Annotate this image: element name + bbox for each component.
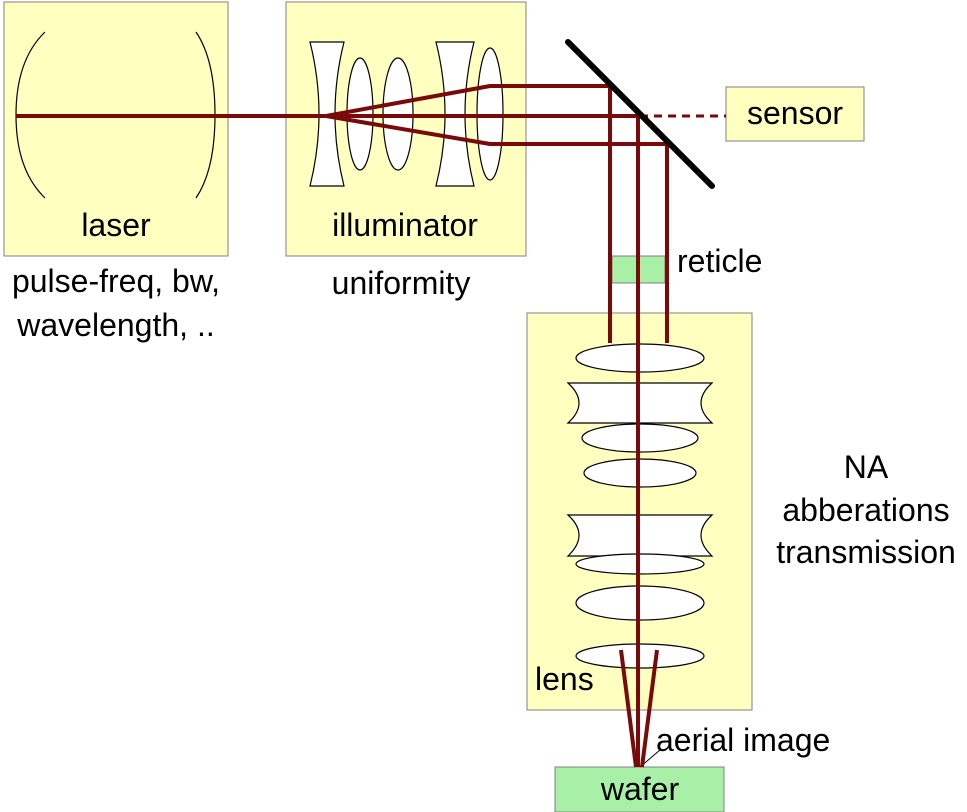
- beam-splitter-mirror: [565, 39, 715, 189]
- laser-spec-2: wavelength, ..: [16, 307, 214, 343]
- sensor-box: sensor: [725, 86, 865, 142]
- sensor-housing: [725, 86, 865, 142]
- reticle-label: reticle: [677, 243, 762, 279]
- beam-lower-ray: [325, 114, 669, 343]
- laser-spec-1: pulse-freq, bw,: [12, 263, 220, 299]
- sensor-label: sensor: [747, 95, 843, 131]
- aerial-image-label: aerial image: [656, 722, 830, 758]
- beam-paths: [16, 84, 669, 768]
- laser-box: laser: [3, 1, 229, 257]
- beam-converge-right: [640, 649, 659, 768]
- laser-label: laser: [81, 207, 151, 243]
- lens-spec-abberations: abberations: [782, 492, 949, 528]
- beam-converge-left: [619, 649, 638, 768]
- laser-housing: [3, 1, 229, 257]
- beam-upper-ray: [325, 84, 612, 343]
- wafer-label: wafer: [600, 771, 680, 807]
- lens-spec-na: NA: [844, 449, 889, 485]
- lens-spec-transmission: transmission: [776, 534, 956, 570]
- lens-label: lens: [535, 661, 594, 697]
- illuminator-label: illuminator: [332, 207, 478, 243]
- illuminator-spec: uniformity: [332, 265, 471, 301]
